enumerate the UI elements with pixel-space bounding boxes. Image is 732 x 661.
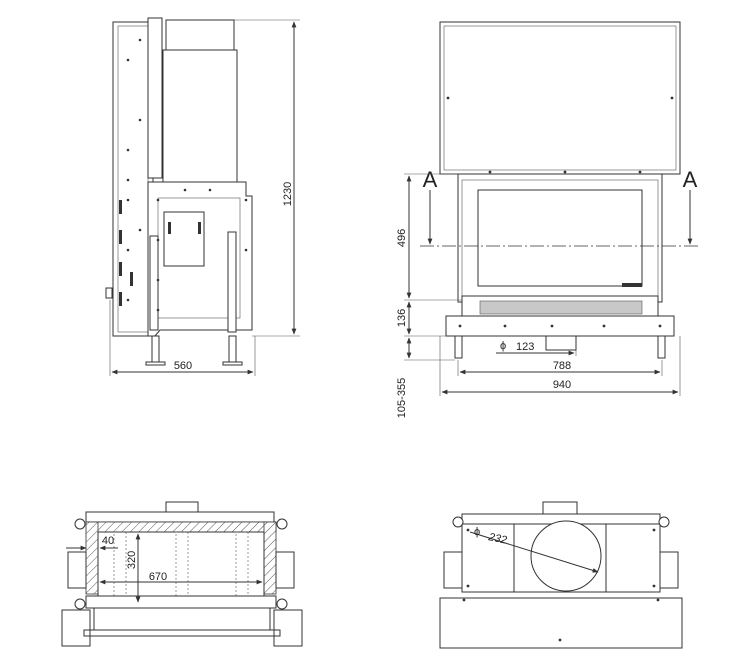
front-hood <box>439 21 681 175</box>
front-ash-drawer <box>479 300 643 315</box>
front-base-rivets <box>458 324 662 328</box>
dim-788-label: 788 <box>553 360 571 372</box>
front-base-frame <box>445 315 675 337</box>
top-flue-collar <box>542 501 578 515</box>
section-front-frame <box>85 595 277 609</box>
side-leg-bracket <box>227 231 237 333</box>
side-leg <box>151 335 160 363</box>
section-side-left <box>67 551 87 589</box>
section-door <box>93 607 271 631</box>
section-roller <box>276 518 288 530</box>
section-side-right <box>275 551 295 589</box>
section-roller <box>74 518 86 530</box>
side-view: 1230 560 <box>105 17 300 376</box>
top-side-right <box>659 551 679 589</box>
dim-123-symbol: ϕ <box>500 340 506 352</box>
dim-232-line <box>469 531 599 573</box>
side-front-panel <box>112 21 154 337</box>
top-view: ϕ 232 <box>439 501 683 649</box>
front-view: A A 496 136 105-355 ϕ 123 788 940 <box>396 21 698 418</box>
side-flue-collar <box>165 19 235 51</box>
front-leg <box>454 335 463 359</box>
dim-320-label: 320 <box>126 551 138 569</box>
section-roller <box>276 598 288 610</box>
section-hinge-left <box>61 609 91 647</box>
front-logo-plate <box>622 283 642 287</box>
dim-560-label: 560 <box>174 360 192 372</box>
side-flue-duct <box>162 49 238 183</box>
section-rear-wall <box>91 521 277 533</box>
dim-legs-label: 105-355 <box>396 378 408 418</box>
section-label-left: A <box>423 167 438 192</box>
top-flue-opening <box>530 520 602 592</box>
section-top-edge <box>85 511 275 523</box>
section-left-wall <box>85 521 99 595</box>
side-knob <box>105 287 113 299</box>
side-leg-bracket <box>149 235 159 331</box>
front-hood-inner <box>443 25 677 171</box>
section-label-right: A <box>683 167 698 192</box>
side-front-panel-inner <box>117 25 149 333</box>
side-top-frame <box>147 17 163 179</box>
section-roller <box>74 598 86 610</box>
dim-670-label: 670 <box>149 571 167 583</box>
top-roller <box>452 516 464 528</box>
section-view: 40 320 670 <box>61 501 303 647</box>
section-hinge-right <box>273 609 303 647</box>
front-leg <box>657 335 666 359</box>
section-firebox <box>97 531 265 607</box>
dim-232-label: 232 <box>486 531 507 547</box>
side-vent-slots <box>119 200 133 306</box>
dim-232-symbol: ϕ <box>474 526 480 538</box>
section-right-wall <box>263 521 277 595</box>
top-roller <box>658 516 670 528</box>
side-slot <box>198 222 201 234</box>
dim-40-label: 40 <box>102 535 114 547</box>
front-air-spigot <box>545 335 577 351</box>
dim-496-label: 496 <box>396 229 408 247</box>
top-rivets <box>462 528 660 642</box>
side-slot <box>168 222 171 234</box>
front-firebox-frame <box>457 173 663 303</box>
side-leg <box>228 335 237 363</box>
section-door-bottom <box>83 629 281 637</box>
side-foot <box>145 361 166 366</box>
side-rivets <box>126 38 248 312</box>
side-foot <box>222 361 243 366</box>
top-side-left <box>443 551 463 589</box>
front-glass <box>477 189 643 287</box>
section-flue-top <box>165 501 199 513</box>
dim-123-label: 123 <box>516 341 534 353</box>
dim-1230-label: 1230 <box>282 182 294 206</box>
dim-940-label: 940 <box>553 379 571 391</box>
dim-136-label: 136 <box>396 309 408 327</box>
side-access-plate <box>163 211 205 267</box>
front-hood-rivets <box>446 96 674 174</box>
